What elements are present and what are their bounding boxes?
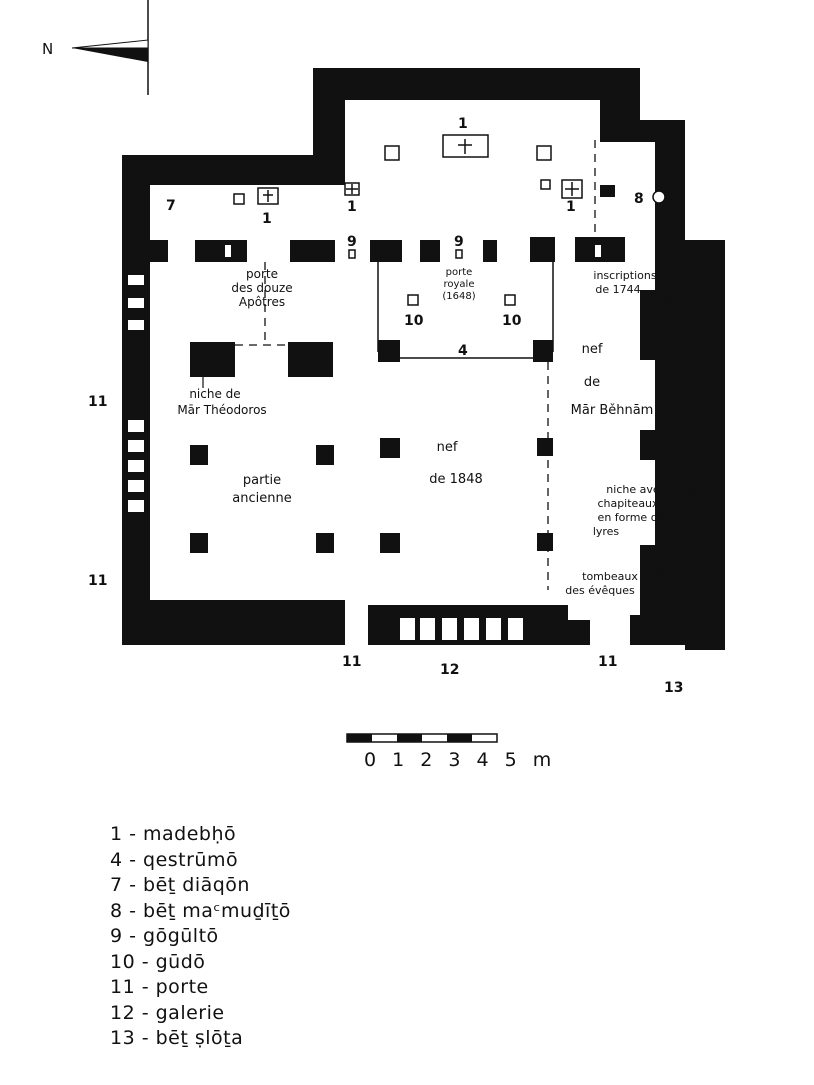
label-8: 8 bbox=[634, 191, 644, 207]
porte-apotres-label: Apôtres bbox=[239, 295, 285, 309]
walls bbox=[122, 68, 725, 650]
label-9: 9 bbox=[347, 234, 357, 250]
legend-item: 13 - bēṯ ṣlōṯa bbox=[110, 1027, 244, 1049]
label-1: 1 bbox=[347, 199, 357, 215]
scale-label: 0 1 2 3 4 5 m bbox=[364, 749, 556, 771]
legend-item: 4 - qestrūmō bbox=[110, 848, 239, 871]
nef-1848-label: nef bbox=[437, 440, 458, 455]
north-label: N bbox=[42, 40, 53, 58]
legend-item: 11 - porte bbox=[110, 976, 209, 998]
label-11: 11 bbox=[598, 654, 617, 670]
altars bbox=[233, 134, 666, 306]
label-9: 9 bbox=[454, 234, 464, 250]
label-1: 1 bbox=[566, 199, 576, 215]
nef-behnam-label: nef bbox=[582, 342, 603, 357]
label-1: 1 bbox=[262, 211, 272, 227]
niche-lyres-label: en forme de bbox=[598, 511, 665, 524]
label-10: 10 bbox=[404, 313, 424, 329]
legend-item: 12 - galerie bbox=[110, 1001, 225, 1024]
porte-apotres-label: des douze bbox=[231, 281, 292, 295]
porte-apotres-label: porte bbox=[246, 267, 278, 281]
porte-royale-label: porte bbox=[446, 267, 473, 278]
legend-item: 10 - gūdō bbox=[110, 950, 206, 973]
niche-lyres-label: lyres bbox=[593, 525, 620, 538]
partie-ancienne-label: partie bbox=[243, 473, 281, 488]
tombeaux-label: des évêques bbox=[565, 584, 635, 597]
label-4: 4 bbox=[458, 343, 468, 359]
inscriptions-label: inscriptions bbox=[593, 269, 656, 282]
windows bbox=[128, 245, 601, 640]
dashed-lines bbox=[235, 140, 596, 590]
north-arrow-icon: N bbox=[42, 0, 149, 95]
tombeaux-label: tombeaux bbox=[582, 570, 638, 583]
nef-1848-label: de 1848 bbox=[429, 472, 482, 487]
legend-item: 1 - madebḥō bbox=[110, 823, 237, 845]
partie-ancienne-label: ancienne bbox=[232, 491, 291, 506]
porte-royale-label: royale bbox=[444, 279, 475, 290]
label-13: 13 bbox=[664, 680, 683, 696]
label-11: 11 bbox=[342, 654, 361, 670]
niche-theodoros-label: niche de bbox=[189, 387, 240, 401]
nef-behnam-label: de bbox=[584, 375, 600, 390]
niche-theodoros-label: Mār Théodoros bbox=[177, 403, 266, 417]
label-10: 10 bbox=[502, 313, 522, 329]
legend-item: 8 - bēṯ maᶜmuḏīṯō bbox=[110, 899, 291, 922]
label-12: 12 bbox=[440, 662, 459, 678]
inscriptions-label: de 1744 bbox=[595, 283, 640, 296]
legend-item: 9 - gōgūltō bbox=[110, 925, 219, 947]
label-7: 7 bbox=[166, 198, 176, 214]
scale-bar: 0 1 2 3 4 5 m bbox=[346, 733, 556, 771]
annotation-arrows bbox=[202, 291, 700, 583]
label-11: 11 bbox=[88, 573, 107, 589]
nef-behnam-label: Mār Běhnām bbox=[571, 403, 654, 418]
qestrumo-outline bbox=[377, 262, 554, 359]
label-11: 11 bbox=[88, 394, 107, 410]
legend: 1 - madebḥō 4 - qestrūmō 7 - bēṯ diāqōn … bbox=[110, 822, 291, 1052]
porte-royale-label: (1648) bbox=[442, 291, 475, 302]
legend-item: 7 - bēṯ diāqōn bbox=[110, 874, 250, 896]
label-1: 1 bbox=[458, 116, 468, 132]
niche-lyres-label: niche avec bbox=[606, 483, 665, 496]
niche-lyres-label: chapiteaux bbox=[597, 497, 659, 510]
